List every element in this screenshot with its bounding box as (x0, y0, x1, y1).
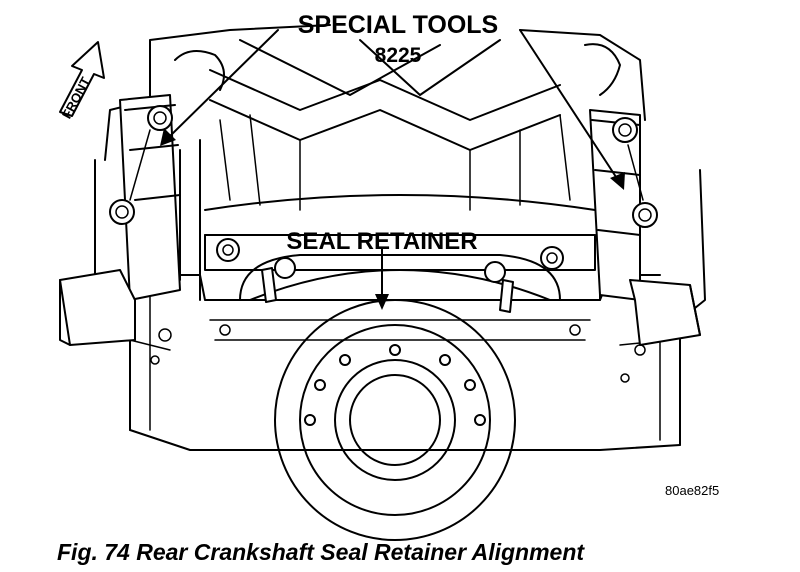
seal-retainer-label: SEAL RETAINER (286, 228, 477, 255)
figure-caption: Fig. 74 Rear Crankshaft Seal Retainer Al… (57, 539, 585, 565)
special-tools-label: SPECIAL TOOLS (298, 11, 499, 39)
front-label: FRONT (59, 75, 93, 122)
front-arrow: FRONT (59, 41, 105, 122)
special-tool-left (59, 94, 181, 346)
retainer-bolts (216, 238, 564, 313)
leader-arrows (160, 29, 625, 310)
tool-number-label: 8225 (375, 44, 422, 67)
image-code: 80ae82f5 (665, 483, 719, 498)
crankshaft-flange (274, 299, 516, 541)
special-tool-right (589, 109, 701, 346)
